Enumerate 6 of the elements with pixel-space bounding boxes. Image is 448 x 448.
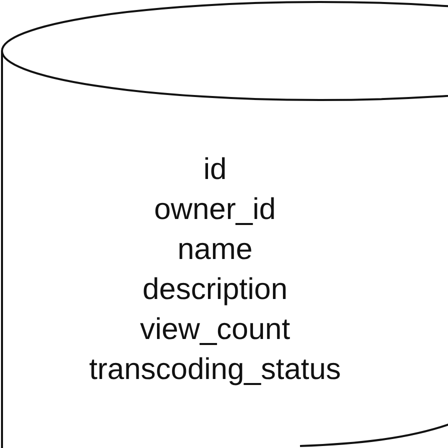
field-name: name: [177, 232, 253, 268]
field-name: id: [203, 152, 227, 188]
field-name: view_count: [140, 312, 290, 348]
field-name: transcoding_status: [89, 352, 341, 388]
field-name: description: [142, 272, 288, 308]
field-name: owner_id: [154, 192, 276, 228]
